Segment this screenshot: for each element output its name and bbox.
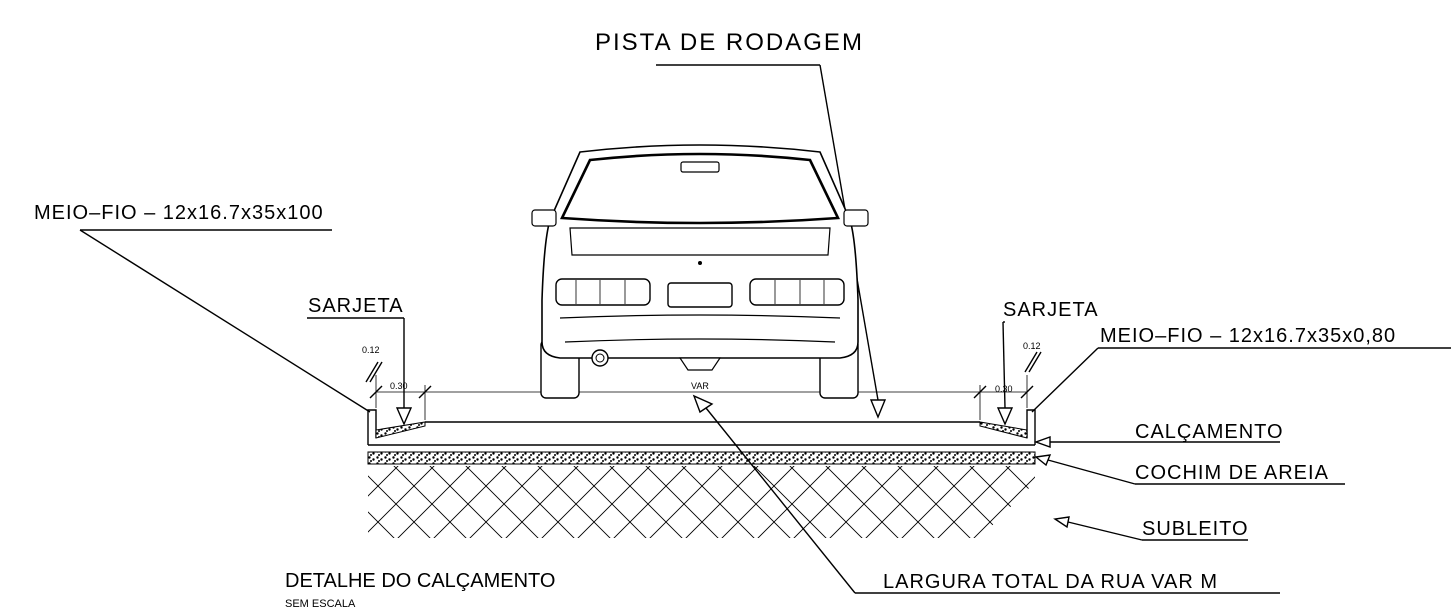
curb-right (979, 409, 1036, 439)
drawing-subtitle: SEM ESCALA (285, 598, 356, 607)
cochim-layer (367, 451, 1036, 465)
calcamento-leader (1033, 436, 1280, 448)
dim-curb-right: 0.12 (1023, 341, 1041, 351)
sarjeta-right-leader (996, 321, 1014, 426)
sarjeta-left-label: SARJETA (308, 295, 404, 317)
calcamento-label: CALÇAMENTO (1135, 421, 1284, 443)
dim-gutter-right: 0.30 (995, 384, 1013, 394)
subleito-leader (1053, 516, 1248, 541)
dim-total: VAR (691, 381, 709, 391)
dim-curb-left: 0.12 (362, 345, 380, 355)
meio-fio-right-leader (1031, 347, 1451, 413)
curb-left (367, 409, 426, 439)
sarjeta-left-leader (307, 317, 413, 426)
meio-fio-left-label: MEIO–FIO – 12x16.7x35x100 (34, 202, 324, 224)
subleito-layer (368, 466, 1035, 538)
largura-leader (692, 394, 1280, 594)
car-rear-view (531, 144, 869, 399)
meio-fio-left-leader (79, 229, 371, 413)
dimension-line (365, 351, 1042, 420)
drawing-title: DETALHE DO CALÇAMENTO (285, 570, 555, 592)
sarjeta-right-label: SARJETA (1003, 299, 1099, 321)
meio-fio-right-label: MEIO–FIO – 12x16.7x35x0,80 (1100, 325, 1396, 347)
dim-gutter-left: 0.30 (390, 381, 408, 391)
cochim-label: COCHIM DE AREIA (1135, 462, 1329, 484)
subleito-label: SUBLEITO (1142, 518, 1249, 540)
largura-label: LARGURA TOTAL DA RUA VAR M (883, 571, 1218, 593)
pista-label: PISTA DE RODAGEM (595, 29, 864, 56)
cochim-leader (1034, 454, 1345, 485)
